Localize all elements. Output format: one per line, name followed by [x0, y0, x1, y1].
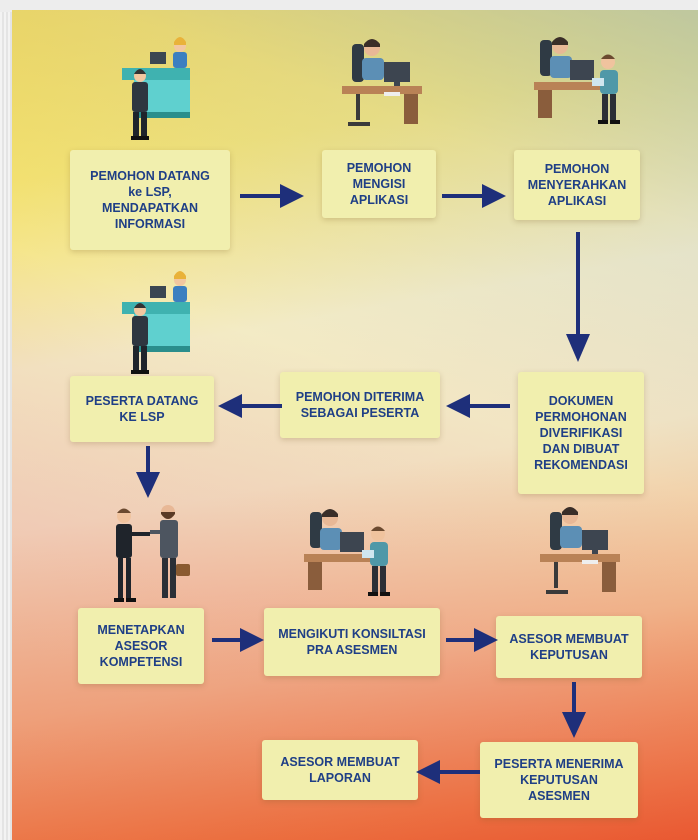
step-4-box: DOKUMEN PERMOHONAN DIVERIFIKASI DAN DIBU…: [518, 372, 644, 494]
reception-desk-icon-2: [122, 271, 190, 374]
left-edge: [0, 0, 12, 840]
step-2-box: PEMOHON MENGISI APLIKASI: [322, 150, 436, 218]
arrow-right-4: [446, 628, 498, 652]
step-8-box: MENGIKUTI KONSILTASI PRA ASESMEN: [264, 608, 440, 676]
top-edge: [0, 0, 698, 12]
arrow-left-1: [446, 394, 510, 418]
step-10-box: PESERTA MENERIMA KEPUTUSAN ASESMEN: [480, 742, 638, 818]
arrow-left-3: [416, 760, 480, 784]
arrow-down-3: [562, 682, 586, 738]
step-9-box: ASESOR MEMBUAT KEPUTUSAN: [496, 616, 642, 678]
step-7-box: MENETAPKAN ASESOR KOMPETENSI: [78, 608, 204, 684]
arrow-down-1: [566, 232, 590, 362]
step-3-box: PEMOHON MENYERAHKAN APLIKASI: [514, 150, 640, 220]
office-worker-icon-2: [540, 507, 620, 594]
arrow-down-2: [136, 446, 160, 498]
reception-desk-icon: [122, 37, 190, 140]
arrow-right-2: [442, 184, 506, 208]
arrow-right-3: [212, 628, 264, 652]
arrow-left-2: [218, 394, 282, 418]
two-people-desk-icon-2: [304, 509, 390, 596]
handshake-people-icon: [114, 505, 190, 602]
two-people-desk-icon: [534, 37, 620, 124]
step-1-box: PEMOHON DATANG ke LSP, MENDAPATKAN INFOR…: [70, 150, 230, 250]
step-11-box: ASESOR MEMBUAT LAPORAN: [262, 740, 418, 800]
step-6-box: PESERTA DATANG KE LSP: [70, 376, 214, 442]
flowchart-poster: PEMOHON DATANG ke LSP, MENDAPATKAN INFOR…: [12, 10, 698, 840]
arrow-right-1: [240, 184, 304, 208]
office-worker-icon: [342, 39, 422, 126]
step-5-box: PEMOHON DITERIMA SEBAGAI PESERTA: [280, 372, 440, 438]
